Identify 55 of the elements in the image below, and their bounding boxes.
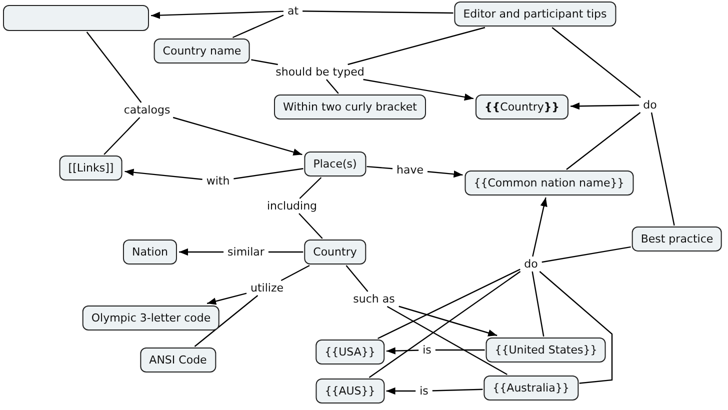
arrow [172,116,302,156]
arrow [386,387,416,395]
concept-box: ANSI Code [140,348,216,372]
connector-line [346,265,368,292]
connector-line [348,26,486,66]
connector-line [232,14,284,38]
connector-line [532,271,544,337]
connector-line [435,349,485,351]
arrow [532,197,548,257]
concept-box: {{USA}} [316,340,384,364]
connector-line [366,166,393,170]
connector-line [302,10,454,14]
concept-box: Place(s) [304,152,366,176]
concept-box: {{Country}} [475,94,569,120]
connector-line [552,27,641,98]
connector-line [299,177,322,199]
connector-line [650,112,675,226]
connector-line [268,251,304,253]
connector-line [566,112,641,170]
concept-box: {{Australia}} [484,376,578,400]
connector-line [104,117,140,155]
concept-box: Nation [122,240,178,264]
connector-line [234,168,304,180]
concept-box: Best practice [632,226,722,252]
connector-line [386,306,508,376]
concept-box: [[Links]] [59,156,123,180]
connector-line [298,213,323,239]
connector-line [194,295,258,347]
arrow [386,347,419,354]
concept-box: Editor and participant tips [454,2,616,26]
arrow [398,306,498,336]
concept-box: {{Common nation name}} [464,170,634,196]
connector-line [539,271,613,384]
empty-concept-box [3,5,149,31]
concept-box: Olympic 3-letter code [82,306,220,330]
connector-line [251,59,278,66]
concept-box: {{AUS}} [316,378,384,404]
arrow [179,248,224,256]
arrow [363,78,474,101]
connector-line [326,79,339,94]
connector-line [378,268,520,340]
connector-line [368,271,521,378]
concept-box: Country name [154,38,250,64]
concept-box: Within two curly bracket [274,94,426,120]
arrow [206,292,247,305]
connector-line [432,388,483,392]
concept-box: {{United States}} [486,338,606,362]
arrow [150,10,284,19]
connector-line [280,264,310,282]
connector-line [86,32,142,103]
concept-box: Country [304,240,366,264]
arrow [570,102,640,110]
arrow [124,168,202,180]
arrow [427,170,463,178]
connector-line [542,246,631,263]
